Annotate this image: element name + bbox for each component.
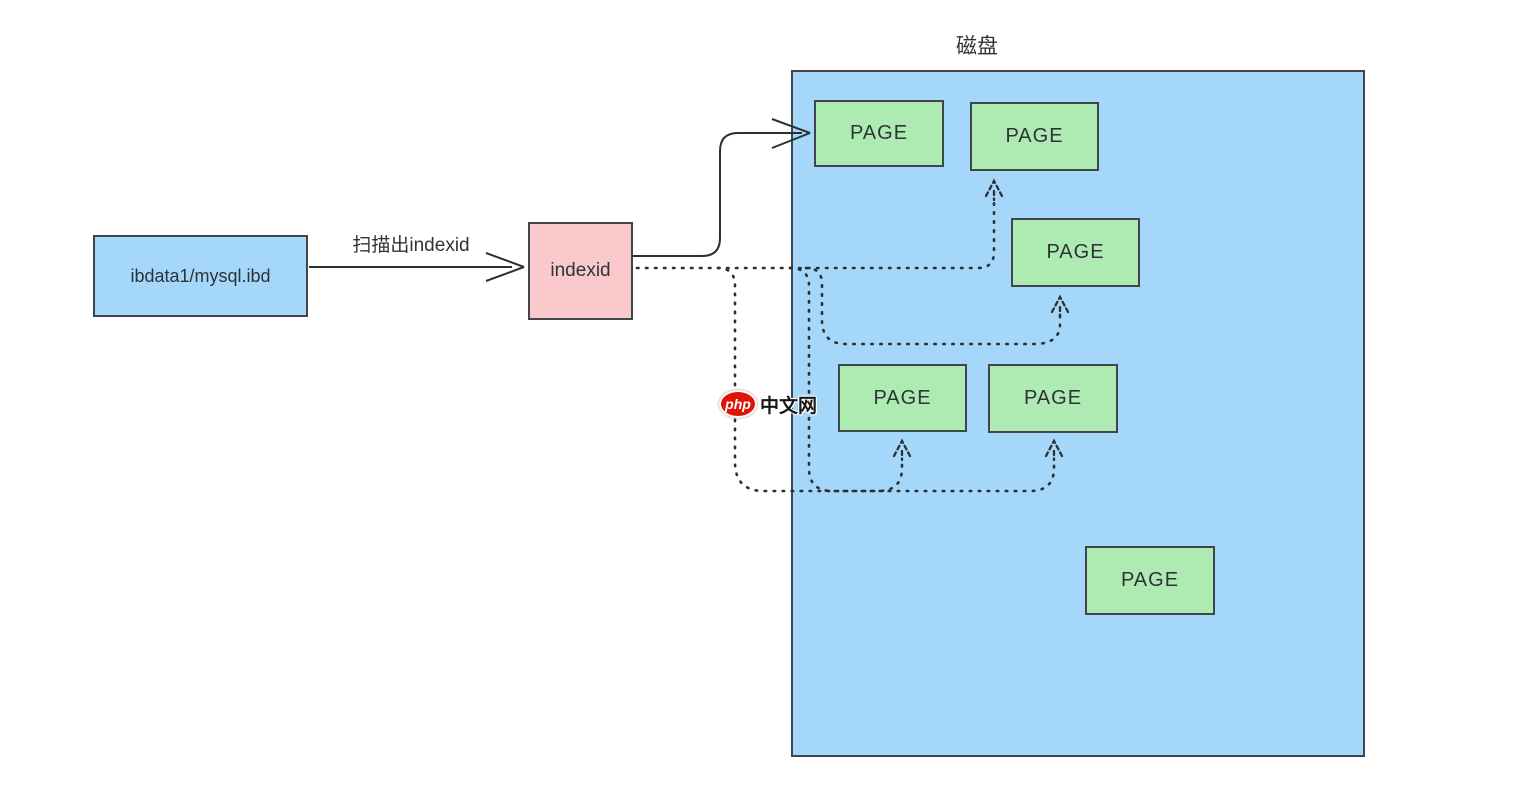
page-box-1: PAGE: [814, 100, 944, 167]
dotted-arrowhead-page2-icon: [984, 178, 1004, 202]
dotted-arrowhead-page3-icon: [1050, 294, 1070, 318]
dotted-connector-to-page4: [716, 266, 904, 493]
page-box-2: PAGE: [970, 102, 1099, 171]
page-label: PAGE: [1120, 569, 1180, 591]
dotted-arrowheads: [892, 178, 1070, 462]
dotted-arrowhead-page4-icon: [892, 438, 912, 462]
indexid-box: indexid: [528, 222, 633, 320]
dotted-connector-to-page3: [804, 266, 1062, 346]
page-label: PAGE: [1005, 125, 1064, 147]
page-label: PAGE: [1046, 241, 1105, 263]
indexid-to-page1-arrowhead-icon: [771, 118, 811, 149]
dotted-arrowhead-page5-icon: [1044, 438, 1064, 462]
page-box-6: PAGE: [1085, 546, 1215, 615]
dotted-connector-to-page2: [635, 198, 996, 270]
scan-arrow-label: 扫描出indexid: [352, 235, 470, 256]
page-box-5: PAGE: [988, 364, 1118, 433]
scan-arrowhead-icon: [485, 252, 525, 282]
dotted-connectors: [635, 198, 1062, 493]
page-label: PAGE: [873, 386, 932, 409]
watermark-text: 中文网: [760, 395, 818, 417]
watermark: php 中文网: [719, 390, 817, 418]
php-logo-icon: php: [719, 390, 757, 418]
indexid-label: indexid: [550, 260, 611, 281]
disk-title: 磁盘: [956, 35, 998, 58]
page-label: PAGE: [849, 122, 909, 144]
indexid-to-page1-line: [633, 132, 802, 257]
page-label: PAGE: [1023, 387, 1083, 409]
page-box-3: PAGE: [1011, 218, 1140, 287]
dotted-connector-to-page5: [788, 266, 1056, 493]
page-box-4: PAGE: [838, 364, 967, 432]
source-file-box: ibdata1/mysql.ibd: [93, 235, 308, 317]
source-file-label: ibdata1/mysql.ibd: [130, 265, 271, 286]
